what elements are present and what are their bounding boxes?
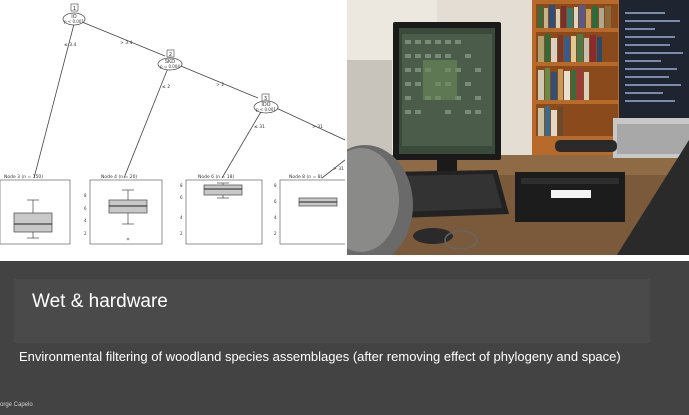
svg-text:1: 1 — [73, 6, 76, 12]
split-label: > 2 — [216, 82, 224, 88]
hardware-photo — [347, 0, 689, 255]
svg-text:SKD: SKD — [165, 59, 175, 65]
laptop — [613, 0, 689, 158]
split-label: ≤ 31 — [254, 124, 265, 130]
monitor — [393, 22, 501, 177]
photo-credit: orge Capelo — [0, 402, 33, 408]
keyboard — [387, 170, 509, 218]
split-label: > 31 — [333, 166, 344, 172]
svg-text:4: 4 — [180, 215, 183, 220]
svg-text:2: 2 — [169, 52, 172, 58]
slide-subtitle: Environmental filtering of woodland spec… — [19, 349, 621, 364]
svg-text:3: 3 — [264, 96, 267, 102]
split-label: ≤ 3.4 — [64, 42, 76, 48]
tree-edges — [33, 21, 345, 179]
hardware-photo-illustration — [347, 0, 689, 255]
caption-bar — [14, 279, 650, 343]
svg-text:2: 2 — [84, 231, 87, 236]
svg-text:Node 8 (n = 8): Node 8 (n = 8) — [289, 174, 323, 180]
svg-text:6: 6 — [274, 199, 277, 204]
regression-tree-figure: 1 IO p < 0.001 ≤ 3.4 > 3.4 2 SKD p = 0.0… — [0, 3, 345, 245]
leaf-boxplot-2: Node 4 (n = 20) 8 6 4 2 — [84, 174, 163, 245]
svg-text:Node 4 (n = 20): Node 4 (n = 20) — [101, 174, 137, 180]
split-label: > 31 — [312, 124, 323, 130]
svg-text:Node 3 (n = 150): Node 3 (n = 150) — [4, 174, 43, 180]
svg-text:6: 6 — [84, 206, 87, 211]
svg-text:2: 2 — [274, 231, 277, 236]
svg-text:p < 0.001: p < 0.001 — [64, 19, 84, 24]
split-label: > 3.4 — [120, 40, 132, 46]
computer-tower — [515, 172, 625, 222]
svg-text:8: 8 — [180, 183, 183, 188]
split-label: ≤ 2 — [162, 84, 170, 90]
tree-node-1: 1 IO p < 0.001 — [62, 3, 86, 26]
tree-node-2: 2 SKD p = 0.004 — [157, 49, 183, 71]
person — [347, 145, 413, 255]
svg-text:IO: IO — [71, 14, 76, 20]
svg-text:p < 0.001: p < 0.001 — [256, 107, 276, 112]
leaf-boxplot-4: Node 8 (n = 8) 8 6 4 2 — [274, 174, 345, 245]
regression-tree-image: 1 IO p < 0.001 ≤ 3.4 > 3.4 2 SKD p = 0.0… — [0, 0, 345, 255]
svg-text:4: 4 — [84, 218, 87, 223]
leaf-boxplot-3: Node 6 (n = 18) 8 6 4 2 — [180, 174, 263, 245]
svg-text:6: 6 — [180, 195, 183, 200]
svg-text:p = 0.004: p = 0.004 — [160, 64, 180, 69]
svg-text:IDO: IDO — [261, 102, 270, 108]
svg-text:2: 2 — [180, 231, 183, 236]
svg-text:8: 8 — [274, 183, 277, 188]
tree-node-3: 3 IDO p < 0.001 — [253, 93, 279, 114]
svg-text:8: 8 — [84, 193, 87, 198]
svg-text:4: 4 — [274, 215, 277, 220]
leaf-boxplot-1: Node 3 (n = 150) — [0, 174, 71, 245]
svg-text:Node 6 (n = 18): Node 6 (n = 18) — [198, 174, 234, 180]
slide-title: Wet & hardware — [32, 291, 168, 312]
